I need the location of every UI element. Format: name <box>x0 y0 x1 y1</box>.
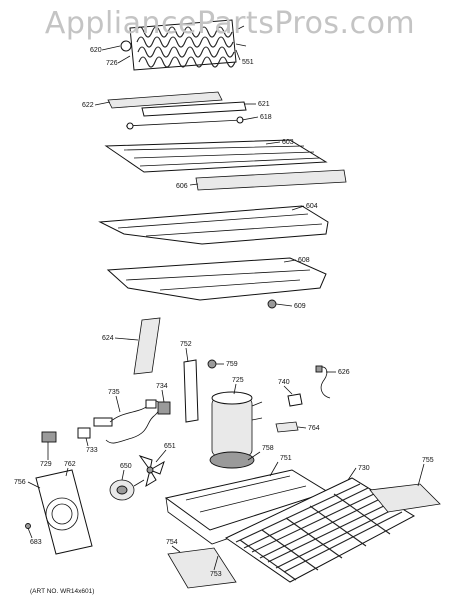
capacitor-729 <box>41 431 57 443</box>
part-labels: 620 726 551 622 621 618 603 606 604 608 … <box>14 45 434 578</box>
part-label: 751 <box>280 455 292 462</box>
part-label: 754 <box>166 539 178 546</box>
evaporator-drain-trough <box>107 91 223 109</box>
part-label: 756 <box>14 479 26 486</box>
freezer-shelf-603 <box>104 139 328 173</box>
part-label: 609 <box>294 303 306 310</box>
part-label: 725 <box>232 377 244 384</box>
part-label: 603 <box>282 139 294 146</box>
part-label: 621 <box>258 101 270 108</box>
part-label: 755 <box>422 457 434 464</box>
relay-734 <box>157 401 171 415</box>
part-label: 753 <box>210 571 222 578</box>
part-label: 624 <box>102 335 114 342</box>
grommet-759 <box>207 359 217 369</box>
part-label: 734 <box>156 383 168 390</box>
part-label: 729 <box>40 461 52 468</box>
part-label: 758 <box>262 445 274 452</box>
part-label: 730 <box>358 465 370 472</box>
part-label: 733 <box>86 447 98 454</box>
drain-grommet <box>267 299 277 309</box>
freezer-divider-604 <box>98 205 329 245</box>
part-label: 620 <box>90 47 102 54</box>
part-label: 759 <box>226 361 238 368</box>
compressor-725 <box>209 391 263 469</box>
fan-shroud-762 <box>35 469 93 555</box>
connector-733 <box>77 427 91 439</box>
part-label: 551 <box>242 59 254 66</box>
evaporator-coil <box>120 19 247 71</box>
wiring-harness-735 <box>93 399 161 444</box>
part-label: 726 <box>106 60 118 67</box>
part-label: 683 <box>30 539 42 546</box>
air-duct-624 <box>133 317 161 375</box>
part-label: 762 <box>64 461 76 468</box>
part-label: 650 <box>120 463 132 470</box>
screw-683 <box>25 523 31 529</box>
part-label: 764 <box>308 425 320 432</box>
cover-plate-755 <box>369 483 441 513</box>
part-label: 606 <box>176 183 188 190</box>
part-label: 752 <box>180 341 192 348</box>
shelf-front-rail <box>195 169 347 191</box>
cover-plate-754 <box>167 547 237 589</box>
condenser-fan-blade-651 <box>138 455 165 488</box>
drain-pan-608 <box>106 257 327 301</box>
part-label: 618 <box>260 114 272 121</box>
mounting-bracket-752 <box>183 359 199 423</box>
part-label: 604 <box>306 203 318 210</box>
art-number: (ART NO. WR14x601) <box>30 588 95 595</box>
guard-plate-764 <box>275 421 299 433</box>
part-label: 735 <box>108 389 120 396</box>
watermark: AppliancePartsPros.com <box>44 6 416 41</box>
condenser-coil-730 <box>225 477 416 583</box>
thermistor-626 <box>315 365 331 399</box>
part-label: 626 <box>338 369 350 376</box>
part-label: 740 <box>278 379 290 386</box>
part-label: 608 <box>298 257 310 264</box>
part-label: 622 <box>82 102 94 109</box>
part-label: 651 <box>164 443 176 450</box>
overload-740 <box>287 393 303 407</box>
fan-motor-650 <box>109 479 145 501</box>
